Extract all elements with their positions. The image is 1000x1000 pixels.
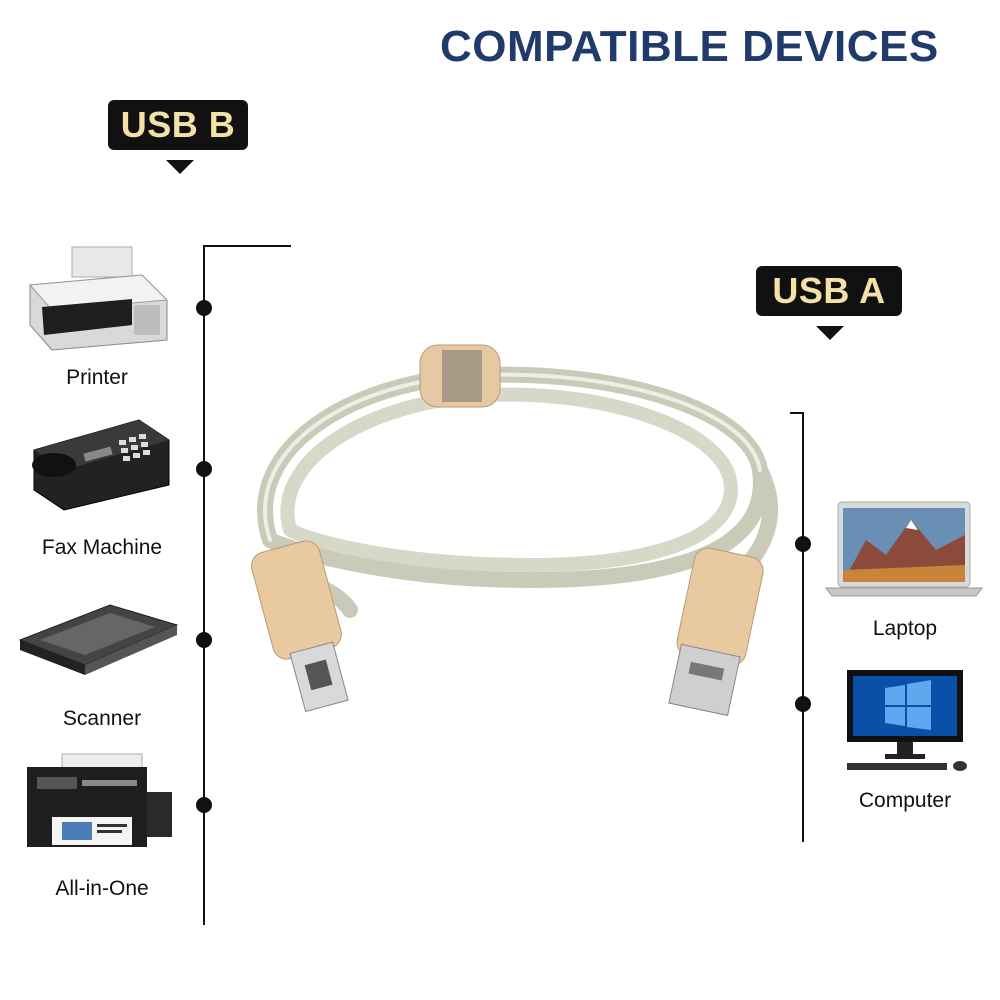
usb-b-dot-scanner <box>196 632 212 648</box>
usb-b-badge: USB B <box>108 100 248 150</box>
device-label-all-in-one: All-in-One <box>55 877 149 900</box>
laptop-icon <box>825 501 983 597</box>
printer-icon <box>28 246 169 351</box>
usb-cable-image <box>251 344 778 717</box>
usb-a-bracket-top <box>790 412 804 414</box>
device-label-fax-machine: Fax Machine <box>41 536 163 559</box>
device-label-printer: Printer <box>66 366 128 389</box>
device-label-scanner: Scanner <box>62 707 142 730</box>
usb-a-dot-laptop <box>795 536 811 552</box>
usb-b-pointer-icon <box>166 160 194 174</box>
usb-b-dot-all-in-one <box>196 797 212 813</box>
usb-a-badge: USB A <box>756 266 902 316</box>
fax-machine-icon <box>32 419 170 511</box>
device-label-computer: Computer <box>858 789 952 812</box>
device-label-laptop: Laptop <box>872 617 938 640</box>
usb-a-dot-computer <box>795 696 811 712</box>
usb-b-bracket-top <box>203 245 291 247</box>
usb-a-pointer-icon <box>816 326 844 340</box>
usb-b-dot-printer <box>196 300 212 316</box>
usb-b-dot-fax <box>196 461 212 477</box>
page-title: COMPATIBLE DEVICES <box>440 22 939 71</box>
usb-b-bracket-line <box>203 245 205 925</box>
all-in-one-printer-icon <box>27 753 172 847</box>
desktop-computer-icon <box>847 670 967 771</box>
usb-a-bracket-line <box>802 412 804 842</box>
scanner-icon <box>18 604 179 675</box>
